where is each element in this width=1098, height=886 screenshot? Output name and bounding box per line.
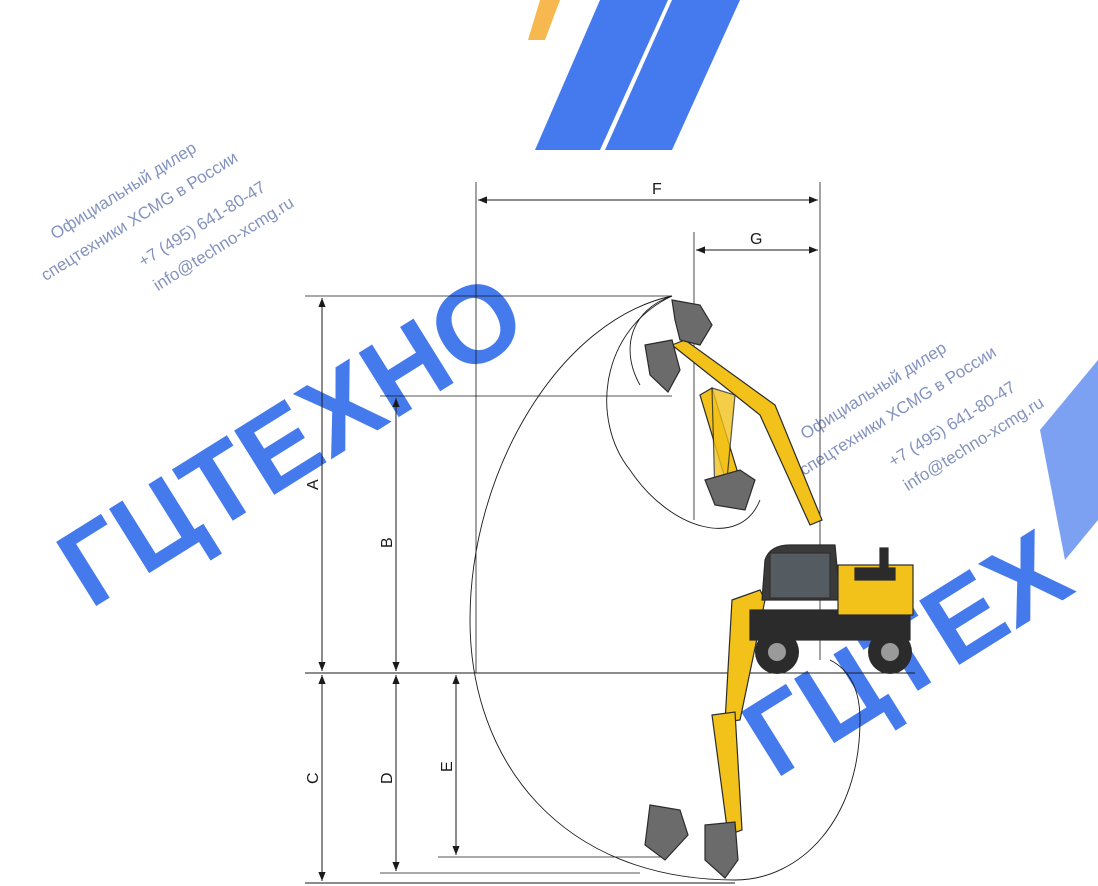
dim-label-a: A	[305, 479, 322, 490]
svg-text:ГЦТЕХНО: ГЦТЕХНО	[38, 250, 546, 631]
watermark-text-left: Официальный дилер спецтехники XCMG в Рос…	[38, 138, 298, 295]
dim-label-d: D	[379, 772, 396, 784]
bucket-raised-top	[671, 299, 713, 346]
excavator-wheels	[755, 630, 912, 674]
watermark-right-bar	[1040, 360, 1098, 560]
bucket-raised-mid	[644, 339, 681, 393]
dim-label-e: E	[439, 761, 456, 772]
excavator-body	[749, 544, 914, 641]
bucket-curl	[704, 469, 756, 511]
watermark-logo-left: ГЦТЕХНО	[38, 250, 546, 631]
dim-label-g: G	[750, 231, 762, 248]
watermark-slash-top	[528, 0, 740, 150]
dim-label-c: C	[305, 772, 322, 784]
dim-label-f: F	[652, 181, 662, 198]
bucket-lowered-left	[644, 804, 689, 861]
reach-envelope	[469, 295, 861, 881]
bucket-lowered-bottom	[704, 821, 739, 879]
dim-label-b: B	[379, 537, 396, 548]
excavator-raised-arm	[670, 339, 823, 526]
